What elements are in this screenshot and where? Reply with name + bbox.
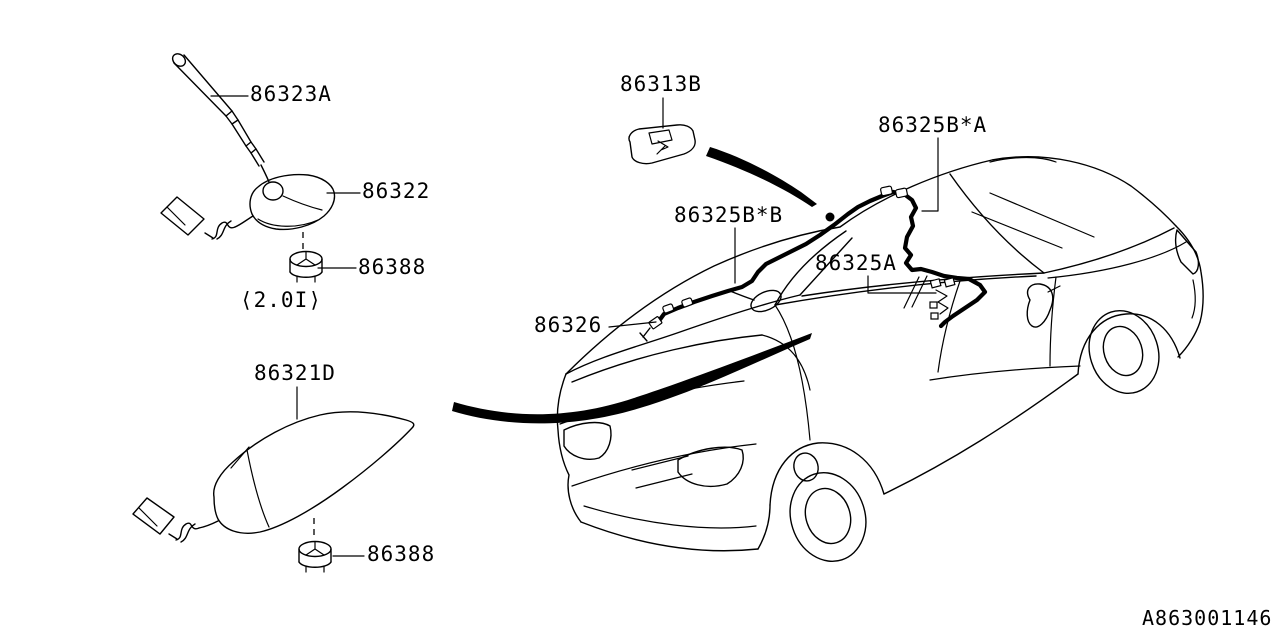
side-mirror: [1026, 283, 1061, 328]
cable-clip: [880, 185, 893, 197]
engine-spec-label: ⟨2.0I⟩: [240, 288, 322, 312]
mounting-nut-bottom: [298, 540, 332, 573]
fin-antenna: [213, 411, 415, 534]
rocker-line: [883, 373, 1079, 495]
front-wheel: [1077, 309, 1181, 395]
cable-clip: [681, 297, 694, 308]
rear-glass: [565, 237, 853, 375]
rear-face: [556, 373, 771, 552]
part-label-86325A: 86325A: [815, 251, 897, 275]
cable-clip: [895, 187, 908, 199]
car-body: [556, 156, 1204, 562]
fin-antenna-detail: [132, 386, 415, 573]
part-label-86388-top: 86388: [358, 255, 427, 279]
leader-86325BA: [921, 137, 939, 212]
part-label-86313B: 86313B: [620, 72, 702, 96]
part-label-86326: 86326: [534, 313, 603, 337]
taillight-right: [677, 446, 744, 488]
mounting-nut-top: [289, 250, 323, 283]
headlight: [1174, 229, 1200, 319]
leader-86326: [608, 321, 657, 328]
antenna-base-cable: [160, 196, 254, 240]
windshield: [949, 173, 1175, 274]
antenna-connector: [160, 196, 205, 236]
feeder-cable: [653, 189, 988, 329]
part-label-86388-bottom: 86388: [367, 542, 436, 566]
trunk: [559, 334, 811, 425]
fin-connector: [132, 497, 175, 535]
antenna-mast: [171, 53, 270, 183]
cable-clip: [662, 303, 675, 314]
fuel-door: [793, 452, 819, 482]
antenna-base: [249, 173, 336, 231]
cable-grommet: [750, 289, 782, 313]
feeder-end-86326: [639, 316, 663, 342]
fin-antenna-cable: [132, 497, 219, 543]
rod-antenna-detail: [160, 53, 361, 283]
part-label-86323A: 86323A: [250, 82, 332, 106]
part-label-86321D: 86321D: [254, 361, 336, 385]
leader-86325A: [867, 275, 937, 294]
diagram-code: A863001146: [1142, 606, 1273, 630]
rear-wheel: [769, 442, 885, 562]
grommet-dot: [825, 212, 835, 222]
feeder-cable-assembly: [608, 137, 988, 342]
leader-arrow-top: [706, 147, 817, 207]
part-label-86325B-A: 86325B*A: [878, 113, 988, 137]
roof-bracket-part: [628, 97, 696, 165]
taillight-left: [563, 421, 612, 460]
connector-cluster-86325A: [929, 277, 956, 320]
leader-arrow-bottom: [452, 333, 812, 424]
part-label-86325B-B: 86325B*B: [674, 203, 784, 227]
part-label-86322: 86322: [362, 179, 431, 203]
